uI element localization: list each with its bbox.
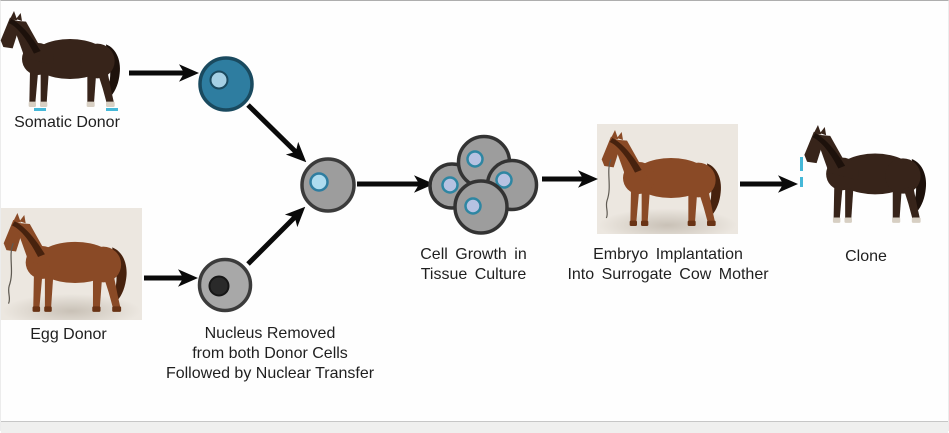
nuclear-transfer-label: Nucleus Removed from both Donor Cells Fo… <box>150 324 390 384</box>
egg-donor-photo <box>1 208 142 320</box>
cluster-cell-top-nucleus <box>466 150 484 168</box>
nuclear-transfer-line2: from both Donor Cells <box>192 345 348 362</box>
cyan-artifact-clone-2 <box>800 177 803 187</box>
egg-cell-nucleus <box>208 275 230 297</box>
egg-donor-label: Egg Donor <box>30 326 107 343</box>
nuclear-transfer-line3: Followed by Nuclear Transfer <box>165 365 375 382</box>
cyan-artifact-clone-1 <box>800 157 803 171</box>
cell-growth-label: Cell Growth in Tissue Culture <box>406 245 541 285</box>
embryo-implantation-line1: Embryo Implantation <box>593 246 743 263</box>
cyan-artifact-right <box>106 108 118 111</box>
arrow-egg-cell-to-fused <box>246 206 306 266</box>
cell-cluster <box>428 134 539 235</box>
cell-growth-line2: Tissue Culture <box>420 266 527 283</box>
nuclear-transfer-line1: Nucleus Removed <box>204 325 336 342</box>
clone-label: Clone <box>845 248 887 265</box>
fused-cell-nucleus <box>309 172 329 192</box>
cyan-artifact-left <box>34 108 46 111</box>
somatic-cell <box>198 56 254 112</box>
cluster-cell-bottom-nucleus <box>464 197 482 215</box>
embryo-implantation-line2: Into Surrogate Cow Mother <box>567 266 769 283</box>
embryo-implantation-label: Embryo Implantation Into Surrogate Cow M… <box>559 245 777 285</box>
embryo-implantation-photo <box>597 124 738 234</box>
bottom-border-strip <box>1 421 948 433</box>
somatic-cell-nucleus <box>209 70 229 90</box>
arrow-somatic-cell-to-fused <box>246 103 307 163</box>
cluster-cell-right-nucleus <box>495 171 513 189</box>
cluster-cell-left-nucleus <box>441 176 459 194</box>
fused-cell <box>300 157 356 213</box>
somatic-donor-label: Somatic Donor <box>14 114 120 131</box>
egg-cell <box>197 257 253 313</box>
cell-growth-line1: Cell Growth in <box>420 246 527 263</box>
